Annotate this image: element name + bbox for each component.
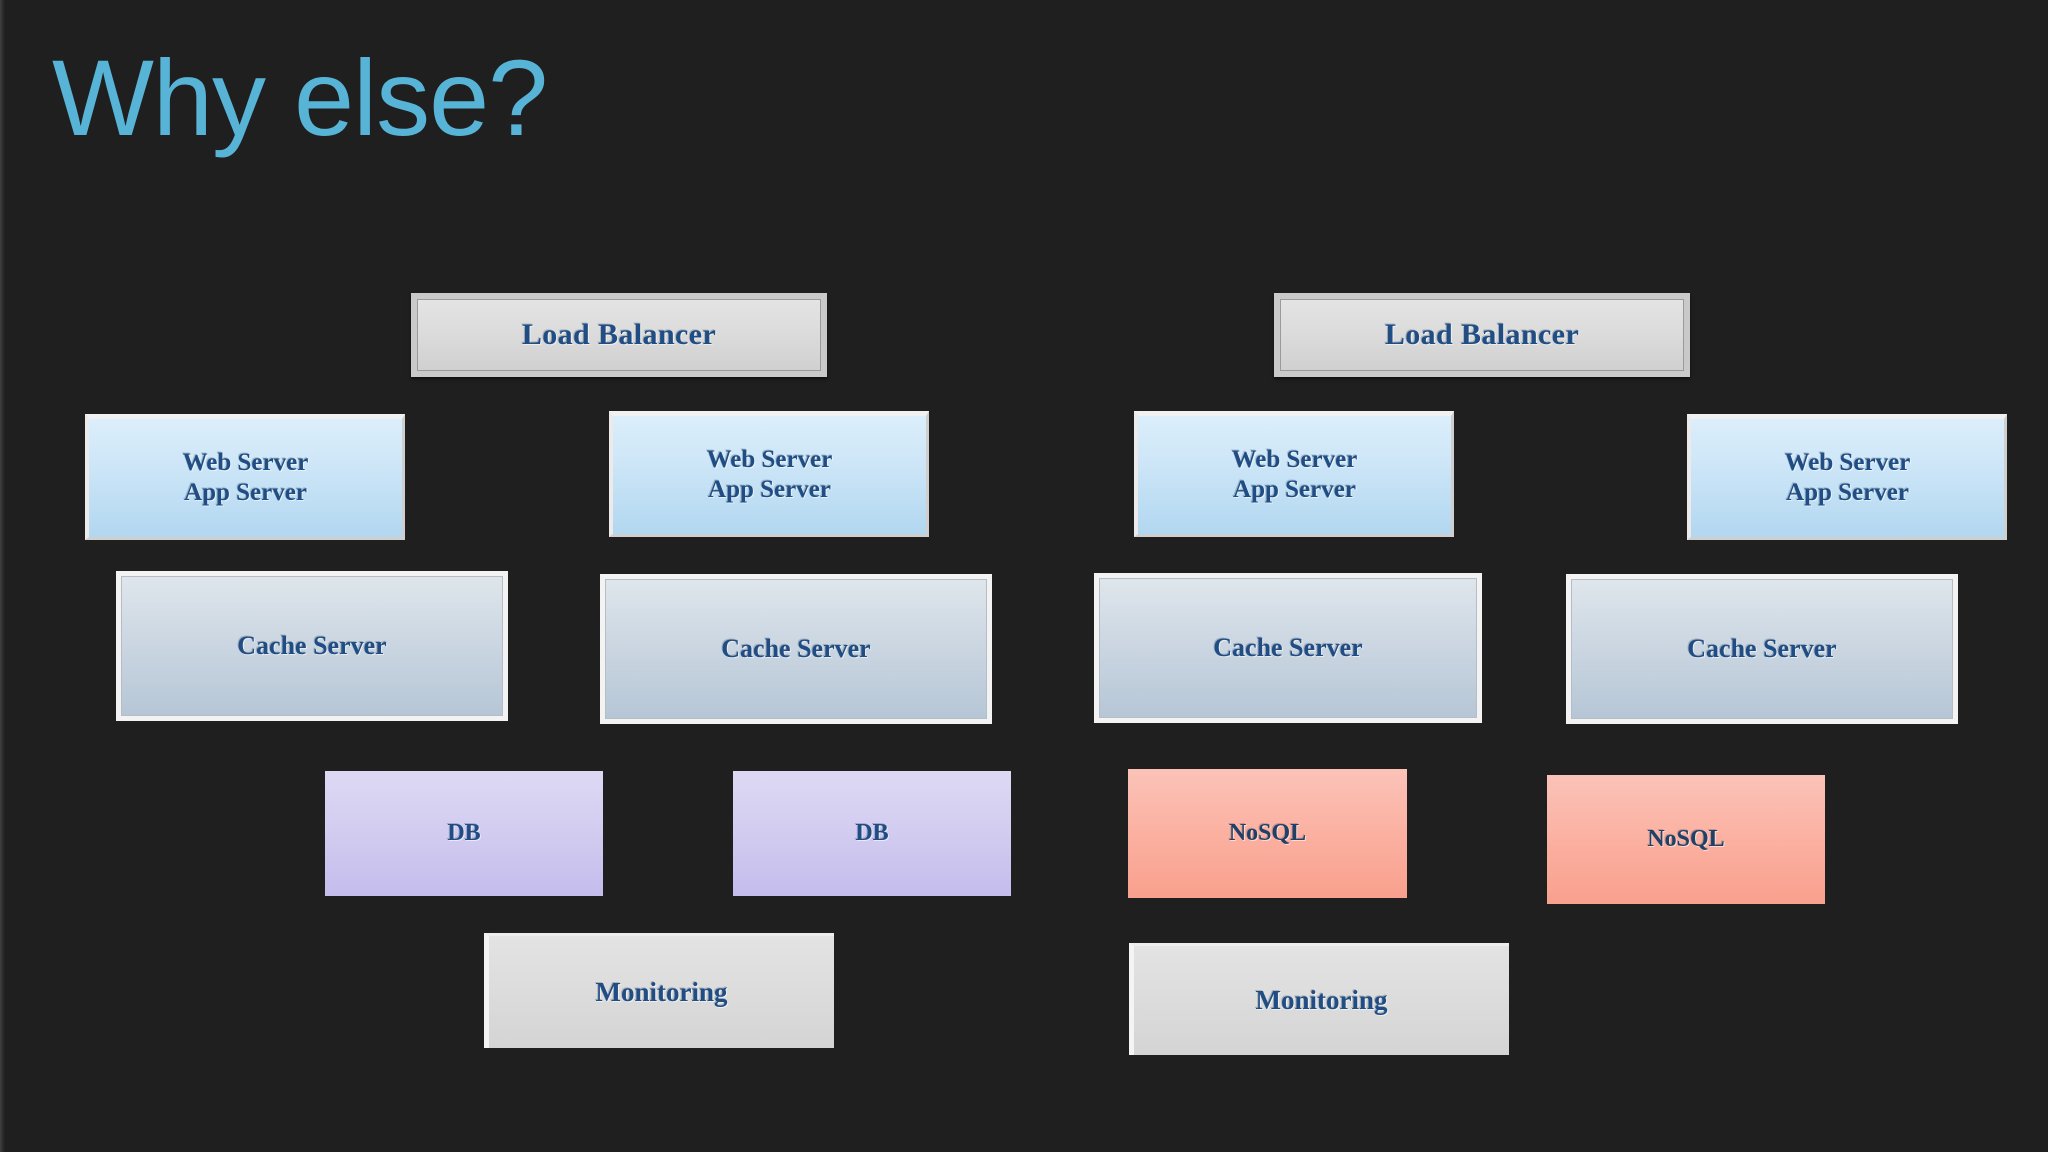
node-label: Cache Server xyxy=(721,634,871,664)
node-mon-1[interactable]: Monitoring xyxy=(484,933,834,1048)
node-label: Monitoring xyxy=(595,976,728,1007)
node-lb-left[interactable]: Load Balancer xyxy=(411,293,827,377)
node-label-line-1: Web Server xyxy=(182,448,309,476)
node-db-2[interactable]: DB xyxy=(733,771,1011,896)
node-label: NoSQL xyxy=(1228,819,1307,846)
node-label-line-1: Web Server xyxy=(706,445,833,473)
node-label: NoSQL xyxy=(1647,825,1725,852)
node-nosql-1[interactable]: NoSQL xyxy=(1128,769,1407,898)
node-label: Cache Server xyxy=(1213,633,1363,663)
node-label: Monitoring xyxy=(1255,985,1388,1016)
node-label-line-2: App Server xyxy=(1233,476,1356,503)
node-label: Load Balancer xyxy=(521,317,717,351)
node-mon-2[interactable]: Monitoring xyxy=(1129,943,1509,1055)
node-label: Cache Server xyxy=(1687,634,1837,664)
node-cache-1[interactable]: Cache Server xyxy=(116,571,508,721)
node-label: Cache Server xyxy=(237,631,387,661)
node-label: DB xyxy=(447,819,481,846)
page-title: Why else? xyxy=(52,37,548,158)
node-label: Load Balancer xyxy=(1384,317,1580,351)
node-label-line-2: App Server xyxy=(1786,479,1909,506)
node-label-line-1: Web Server xyxy=(1231,445,1358,473)
node-lb-right[interactable]: Load Balancer xyxy=(1274,293,1690,377)
left-edge-strip xyxy=(0,0,5,1152)
node-label-line-1: Web Server xyxy=(1784,448,1911,476)
node-label-line-2: App Server xyxy=(184,479,307,506)
node-cache-3[interactable]: Cache Server xyxy=(1094,573,1482,723)
node-label: DB xyxy=(855,819,889,846)
node-cache-2[interactable]: Cache Server xyxy=(600,574,992,724)
node-label-line-2: App Server xyxy=(708,476,831,503)
node-nosql-2[interactable]: NoSQL xyxy=(1547,775,1825,904)
node-cache-4[interactable]: Cache Server xyxy=(1566,574,1958,724)
node-db-1[interactable]: DB xyxy=(325,771,603,896)
